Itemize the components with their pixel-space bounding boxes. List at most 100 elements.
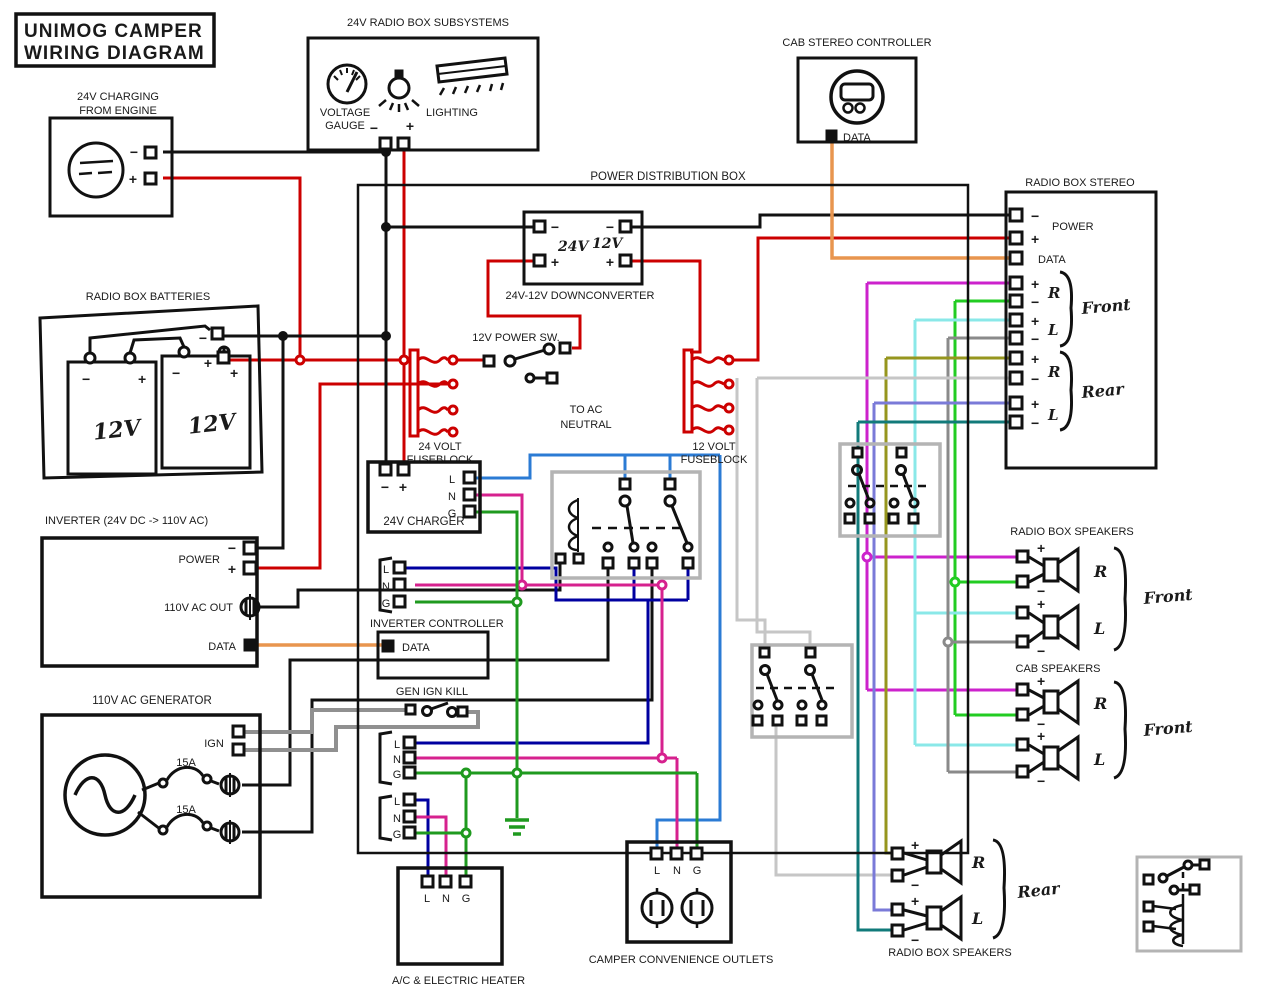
gen-ign-terminal-2 (231, 742, 246, 757)
front-left-neg-wires (942, 336, 1017, 774)
block2-g-label: G (393, 829, 402, 841)
cab-speakers-note: Front (1142, 717, 1194, 740)
rear-left-pos-wires (872, 401, 1012, 912)
rear-speaker-relay-box (750, 643, 854, 739)
batteries-pos-terminal (216, 350, 231, 365)
battery1-minus: − (82, 371, 90, 387)
fuseblock24-label-2: FUSEBLOCK (407, 454, 474, 466)
block2-g-terminal (402, 825, 417, 840)
downconverter-12v-pos-terminal (618, 253, 633, 268)
outlet-icon (680, 888, 714, 928)
block2-l-label: L (394, 796, 400, 808)
gen-outlet-1 (219, 773, 241, 797)
voltage-gauge-icon (326, 63, 368, 105)
rsf-l-label: L (1093, 619, 1105, 638)
green-ground-wires (415, 510, 699, 875)
outlets-g-label: G (693, 865, 702, 877)
block1-l-terminal (402, 735, 417, 750)
heater-g-label: G (462, 893, 471, 905)
radio-box-speakers-rear: + − R + − L Rear RADIO BOX SPEAKERS (888, 837, 1062, 959)
batteries-label: RADIO BOX BATTERIES (86, 291, 211, 303)
stereo-fl-plus: + (1031, 313, 1039, 329)
controller-bracket (378, 556, 393, 614)
rsr-l-plus: + (911, 893, 919, 909)
rsr-l-label: L (971, 909, 983, 928)
charger-label: 24V CHARGER (383, 516, 464, 528)
camper-outlets-box: L N G CAMPER CONVENIENCE OUTLETS (589, 840, 774, 966)
block2-n-label: N (393, 813, 401, 825)
inverter-data-label: DATA (208, 641, 236, 653)
stereo-fl-minus: − (1031, 331, 1039, 347)
fluorescent-tube-icon (435, 56, 509, 96)
inverter-plus: + (228, 561, 236, 577)
power-sw-label: 12V POWER SW. (472, 332, 559, 344)
inverter-label: INVERTER (24V DC -> 110V AC) (45, 515, 208, 527)
batteries-neg-terminal (210, 326, 225, 341)
charger-l-label: L (449, 474, 455, 486)
stereo-faceplate-icon (829, 69, 885, 125)
rsf-l-plus: + (1037, 596, 1045, 612)
voltage-gauge-label-2: GAUGE (325, 120, 365, 132)
rsr-r-minus: − (911, 877, 919, 893)
lighting-label: LIGHTING (426, 107, 478, 119)
alternator-icon (67, 141, 125, 199)
rsf-r-label: R (1093, 562, 1107, 581)
radio-speakers-front-label: RADIO BOX SPEAKERS (1010, 526, 1133, 538)
front-speakers-bracket (1113, 546, 1127, 652)
title-line1: UNIMOG CAMPER (24, 21, 203, 42)
subsystems-label: 24V RADIO BOX SUBSYSTEMS (347, 17, 509, 29)
front-left-pos-wires (913, 318, 1017, 747)
inverter-pos-terminal (242, 560, 258, 576)
navy-ac-load-wires (406, 566, 690, 875)
fuseblock12-label-2: FUSEBLOCK (681, 454, 748, 466)
stereo-rear-r: R (1047, 363, 1060, 381)
downconverter-box: − + − + 24V 12V 24V-12V DOWNCONVERTER (506, 210, 655, 302)
radio-box-stereo: RADIO BOX STEREO − + POWER DATA + − R + … (1004, 177, 1158, 470)
voltage-gauge-label-1: VOLTAGE (320, 107, 370, 119)
inverter-neg-terminal (242, 540, 258, 556)
charger-g-label: G (448, 508, 457, 520)
battery2-minus: − (172, 365, 180, 381)
rsf-r-minus: − (1037, 583, 1045, 599)
dc-24v-label: 24V (557, 239, 590, 255)
cab-speakers-bracket (1113, 680, 1127, 780)
charger-g-terminal (462, 504, 477, 519)
rear-speakers-note: Rear (1015, 878, 1062, 902)
stereo-terminals (1008, 207, 1024, 430)
ac-generator-icon (63, 753, 147, 837)
outlets-label: CAMPER CONVENIENCE OUTLETS (589, 954, 774, 966)
black-ground-wires (163, 147, 1012, 834)
gen-outlet-2 (219, 820, 241, 844)
cab-speakers-label: CAB SPEAKERS (1016, 663, 1101, 675)
stereo-pwr-plus: + (1031, 231, 1039, 247)
dc12-minus: − (606, 219, 614, 235)
radio-box-speakers-front: RADIO BOX SPEAKERS + − R + − L Front (1010, 526, 1194, 659)
rsr-r-plus: + (911, 837, 919, 853)
charger-n-terminal (462, 487, 477, 502)
battery-neg-link (88, 324, 211, 353)
fuseblock-12v (682, 348, 735, 436)
subsystems-pos-terminal (396, 136, 411, 151)
generator-box: 110V AC GENERATOR IGN 15A 15A (40, 695, 262, 899)
fuseblock12-label-1: 12 VOLT (692, 441, 735, 453)
dc24-minus: − (551, 219, 559, 235)
rsr-l-minus: − (911, 932, 919, 948)
stereo-fr-plus: + (1031, 276, 1039, 292)
fuseblock-24v (408, 348, 459, 438)
controller-n-terminal (392, 577, 407, 592)
breaker1-rating: 15A (176, 757, 196, 769)
radio-speakers-rear-label: RADIO BOX SPEAKERS (888, 947, 1011, 959)
stereo-pwr-minus: − (1031, 208, 1039, 224)
heater-g-terminal (458, 874, 473, 889)
engine-pos-terminal (143, 171, 158, 186)
breaker-1 (157, 766, 220, 789)
stereo-front-l: L (1047, 321, 1059, 339)
block1-n-terminal (402, 750, 417, 765)
rsr-r-label: R (971, 853, 985, 872)
controller-data-label: DATA (402, 642, 430, 654)
radio-box-batteries: RADIO BOX BATTERIES − + 12V − + 12V − + (38, 291, 264, 480)
heater-l-label: L (424, 893, 430, 905)
stereo-power-label: POWER (1052, 221, 1094, 233)
gen-kill-label: GEN IGN KILL (396, 686, 468, 698)
